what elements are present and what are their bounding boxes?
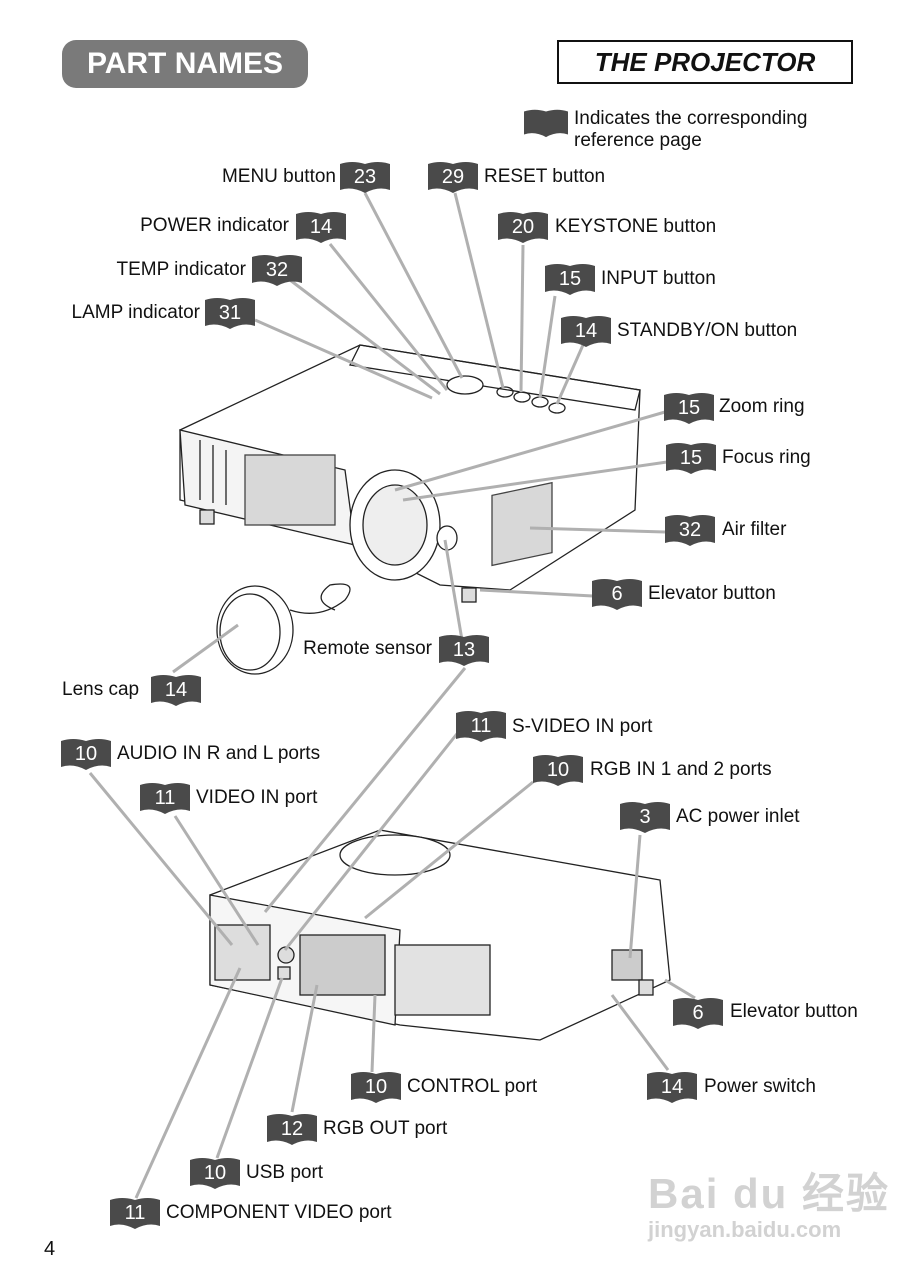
page-ref-badge[interactable]: 14 [647, 1070, 697, 1104]
part-label: VIDEO IN port [196, 787, 318, 808]
part-label: POWER indicator [140, 215, 289, 236]
page-ref-number: 6 [611, 583, 623, 605]
page-ref-number: 11 [124, 1202, 146, 1224]
page-ref-badge[interactable]: 11 [456, 709, 506, 743]
watermark: Bai du 经验 jingyan.baidu.com [648, 1160, 890, 1243]
page-ref-badge[interactable]: 11 [140, 781, 190, 815]
page-ref-number: 14 [309, 216, 333, 238]
part-label: RGB IN 1 and 2 ports [590, 759, 772, 780]
part-label: AUDIO IN R and L ports [117, 743, 321, 764]
page-ref-number: 12 [280, 1118, 304, 1140]
page-ref-badge[interactable]: 10 [61, 737, 111, 771]
part-label: INPUT button [601, 268, 716, 289]
projector-rear-illustration [209, 829, 671, 1041]
leader-lines [88, 192, 696, 1199]
page-ref-badge[interactable]: 31 [205, 296, 255, 330]
page-ref-badge[interactable]: 23 [340, 160, 390, 194]
page-ref-badge[interactable]: 14 [151, 673, 201, 707]
part-label: RGB OUT port [323, 1118, 448, 1139]
page-ref-number: 10 [203, 1162, 227, 1184]
part-label: RESET button [484, 166, 606, 187]
page-ref-badge[interactable]: 6 [592, 577, 642, 611]
part-label: Remote sensor [303, 638, 432, 659]
page-ref-number: 11 [154, 787, 176, 809]
page-ref-number: 32 [678, 519, 702, 541]
page-ref-number: 31 [218, 302, 242, 324]
chapter-title: THE PROJECTOR [557, 40, 853, 84]
part-label: Power switch [704, 1076, 816, 1097]
legend-text: Indicates the corresponding reference pa… [574, 108, 808, 151]
part-label: Elevator button [730, 1001, 858, 1022]
part-label: COMPONENT VIDEO port [166, 1202, 392, 1223]
page-ref-number: 6 [692, 1002, 704, 1024]
page-ref-number: 11 [470, 715, 492, 737]
projector-front-illustration [179, 344, 641, 675]
watermark-logo: Bai du 经验 [648, 1170, 891, 1217]
part-label: Elevator button [648, 583, 776, 604]
page-ref-number: 15 [558, 268, 582, 290]
page-ref-badge[interactable]: 10 [351, 1070, 401, 1104]
page-ref-number: 14 [164, 679, 188, 701]
page-ref-badge[interactable]: 11 [110, 1196, 160, 1230]
page-ref-badge[interactable]: 32 [665, 513, 715, 547]
part-label: LAMP indicator [71, 302, 201, 323]
part-label: TEMP indicator [116, 259, 246, 280]
page-ref-number: 14 [660, 1076, 684, 1098]
page-ref-number: 10 [364, 1076, 388, 1098]
part-label: KEYSTONE button [555, 216, 717, 237]
part-label: S-VIDEO IN port [512, 716, 653, 737]
part-label: Zoom ring [719, 396, 805, 417]
page-ref-badge[interactable]: 15 [664, 391, 714, 425]
watermark-url: jingyan.baidu.com [648, 1217, 842, 1242]
page-ref-number: 10 [74, 743, 98, 765]
page-ref-number: 10 [546, 759, 570, 781]
part-label: STANDBY/ON button [617, 320, 798, 341]
page-ref-badge[interactable]: 32 [252, 253, 302, 287]
page-ref-badge[interactable]: 15 [545, 262, 595, 296]
part-label: Air filter [722, 519, 787, 540]
page-ref-number: 20 [511, 216, 535, 238]
page-number: 4 [44, 1238, 56, 1260]
page-ref-badge[interactable]: 15 [666, 441, 716, 475]
part-label: AC power inlet [676, 806, 800, 827]
page-ref-number: 3 [639, 806, 651, 828]
page-ref-badge[interactable]: 10 [190, 1156, 240, 1190]
page-ref-badge[interactable]: 13 [439, 633, 489, 667]
part-label: CONTROL port [407, 1076, 538, 1097]
page-ref-number: 29 [441, 166, 465, 188]
page-ref-number: 15 [679, 447, 703, 469]
page-ref-badge[interactable]: 6 [673, 996, 723, 1030]
page-ref-badge[interactable]: 14 [296, 210, 346, 244]
page-ref-number: 14 [574, 320, 598, 342]
part-label: MENU button [221, 166, 336, 187]
book-icon [524, 106, 574, 140]
page-ref-number: 32 [265, 259, 289, 281]
part-label: Lens cap [62, 679, 140, 700]
page-ref-number: 15 [677, 397, 701, 419]
page-ref-badge[interactable]: 14 [561, 314, 611, 348]
page-ref-badge[interactable]: 10 [533, 753, 583, 787]
part-label: USB port [246, 1162, 324, 1183]
page-ref-badge[interactable]: 12 [267, 1112, 317, 1146]
page-ref-badge[interactable]: 29 [428, 160, 478, 194]
part-label: Focus ring [722, 447, 811, 468]
page-ref-badge[interactable]: 3 [620, 800, 670, 834]
page-ref-badge[interactable]: 20 [498, 210, 548, 244]
section-title: PART NAMES [62, 40, 308, 88]
page-ref-number: 23 [353, 166, 377, 188]
page-ref-number: 13 [452, 639, 476, 661]
